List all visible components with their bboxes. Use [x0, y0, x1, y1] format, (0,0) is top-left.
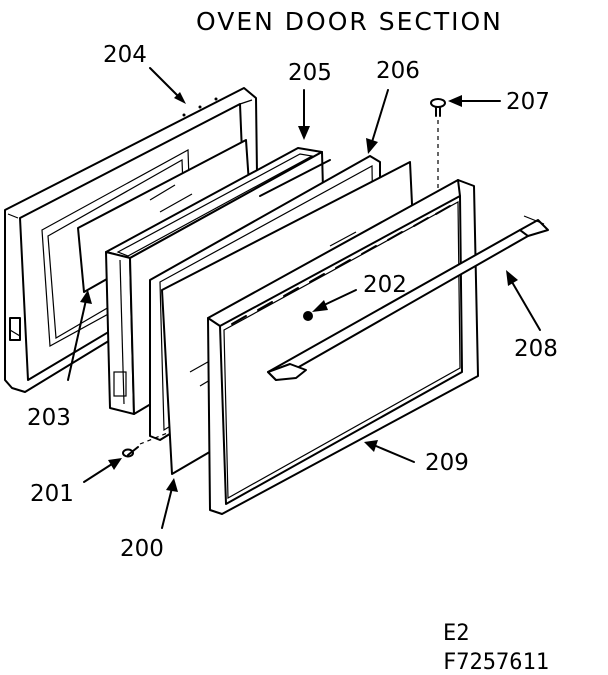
part-208-door-handle	[267, 215, 549, 381]
label-204: 204	[103, 42, 147, 68]
part-201-screw	[122, 431, 171, 458]
label-207: 207	[506, 89, 550, 115]
label-209: 209	[425, 450, 469, 476]
label-203: 203	[27, 405, 71, 431]
label-202: 202	[363, 272, 407, 298]
label-200: 200	[120, 536, 164, 562]
label-201: 201	[30, 481, 74, 507]
label-205: 205	[288, 60, 332, 86]
label-206: 206	[376, 58, 420, 84]
part-202-grommet	[303, 311, 313, 321]
vent-slots	[231, 205, 451, 325]
part-209-outer-door-panel	[207, 179, 479, 515]
leader-lines	[67, 67, 541, 529]
figure-code: F7257611	[443, 650, 549, 675]
diagram-title: OVEN DOOR SECTION	[196, 7, 503, 36]
revision-code: E2	[443, 621, 470, 646]
part-207-screw	[430, 98, 446, 192]
label-208: 208	[514, 336, 558, 362]
